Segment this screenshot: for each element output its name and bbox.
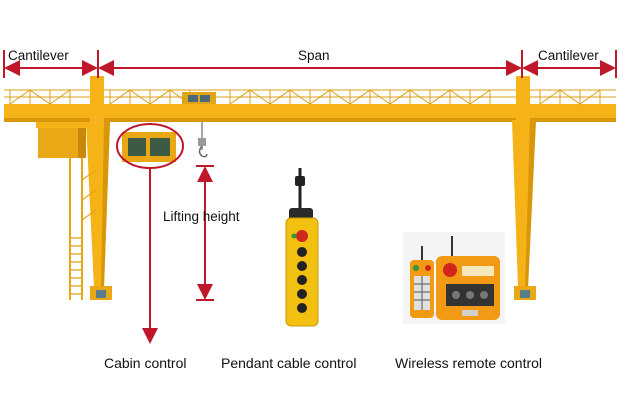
cabin-control-label: Cabin control <box>104 355 187 371</box>
hook <box>198 122 208 158</box>
emergency-stop-icon <box>296 230 308 242</box>
stop-knob-icon <box>443 263 457 277</box>
girder-underside <box>4 118 616 122</box>
cabin-callout <box>116 123 184 344</box>
walkway-railing <box>4 89 616 105</box>
gantry-crane <box>4 76 616 300</box>
left-leg <box>86 76 112 300</box>
dimension-lines <box>3 50 617 301</box>
trolley <box>182 92 216 104</box>
span-label: Span <box>298 48 330 63</box>
cantilever-left-label: Cantilever <box>8 48 69 63</box>
pendant-cable-control-label: Pendant cable control <box>221 355 357 371</box>
cantilever-right-label: Cantilever <box>538 48 599 63</box>
left-platform <box>36 122 97 300</box>
wireless-remote-control-label: Wireless remote control <box>395 355 543 371</box>
main-girder <box>4 104 616 120</box>
right-leg <box>512 76 536 300</box>
pendant-cable-control <box>285 168 319 327</box>
lifting-height-label: Lifting height <box>163 209 240 224</box>
operator-cabin <box>122 132 176 162</box>
wireless-remote-control <box>403 232 505 324</box>
